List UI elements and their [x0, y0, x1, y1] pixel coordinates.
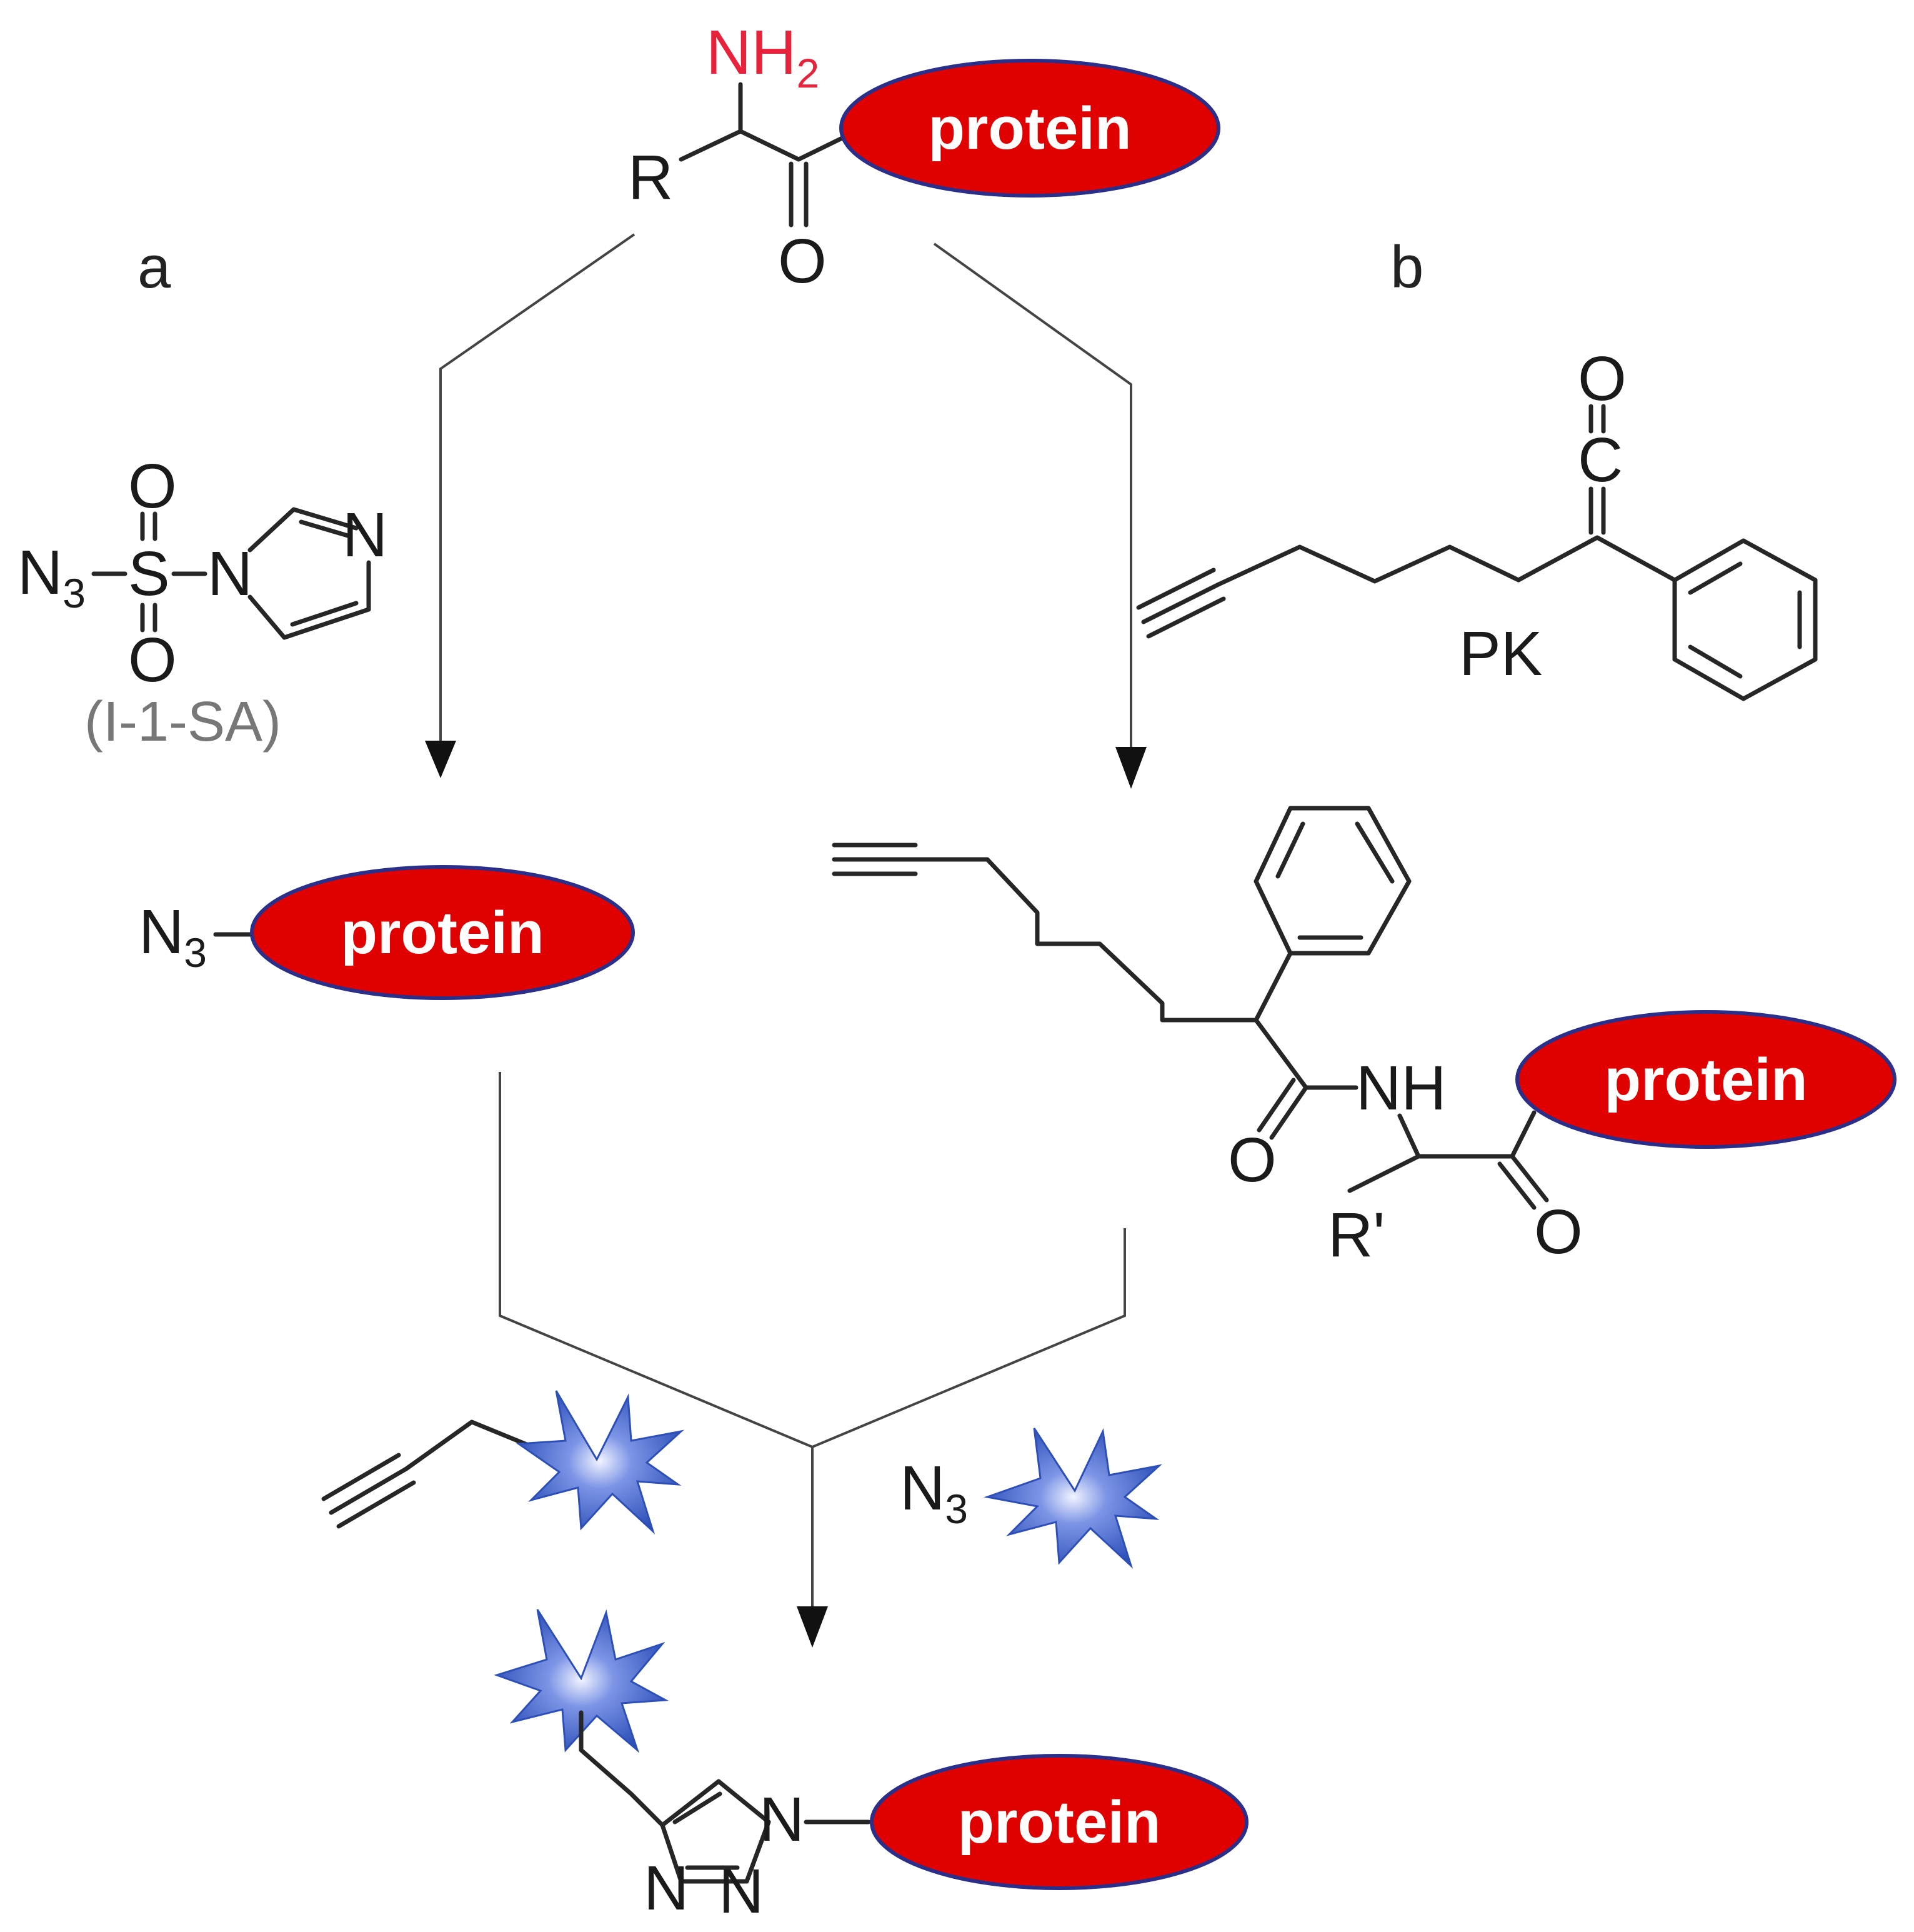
protein-label-top: protein — [928, 95, 1131, 162]
protein-label-b: protein — [1604, 1046, 1807, 1113]
product-b-nh-label: NH — [1356, 1053, 1446, 1123]
flow-arrows-bottom — [499, 1072, 1126, 1648]
reagent-b-name: PK — [1459, 619, 1542, 689]
probe-alkyne-linker — [404, 1419, 540, 1471]
pk-phenyl-ring — [1672, 538, 1818, 701]
flow-line-converge — [499, 1072, 1126, 1449]
product-b-oxygen-2: O — [1534, 1197, 1583, 1267]
pk-chain-end — [1516, 535, 1677, 583]
protein-ellipse-b — [1515, 1010, 1897, 1149]
pk-phenyl-db1 — [1688, 561, 1743, 595]
azide-n-label: N3 — [17, 538, 86, 616]
triazole-n2-label: N — [719, 1856, 764, 1926]
protein-label-a: protein — [341, 899, 544, 966]
pk-alkyne-2 — [1136, 568, 1216, 610]
triazole-db1 — [672, 1791, 722, 1824]
reagent-a-name: (I-1-SA) — [84, 691, 281, 753]
protein-label-final: protein — [957, 1789, 1160, 1856]
panel-label-a: a — [137, 234, 171, 301]
imidazole-bond-lower — [247, 560, 371, 640]
arrow-head-down — [797, 1606, 828, 1648]
ketene-oxygen: O — [1578, 344, 1627, 414]
protein-ellipse-a — [250, 865, 635, 1000]
product-alkyne-amide: O NH O R' protein — [832, 806, 1897, 1270]
triazole-n3-label: N — [644, 1853, 689, 1923]
pk-alkyne-3 — [1146, 596, 1226, 639]
carbonyl-oxygen: O — [778, 226, 827, 296]
product-b-chain — [913, 857, 1259, 1023]
reagent-imidazole-sulfonyl-azide: N3 S O O N N (I-1-SA) — [17, 451, 387, 753]
fluorophore-star-icon — [516, 1390, 684, 1534]
product-b-c-protein — [1510, 1110, 1537, 1159]
product-b-co-1 — [1269, 1085, 1308, 1140]
product-b-ring-link — [1254, 951, 1293, 1023]
protein-ellipse-final — [870, 1754, 1249, 1890]
r-group-label: R — [628, 143, 673, 213]
sulfonyl-oxygen-top: O — [128, 451, 177, 521]
triazole-linker — [579, 1710, 665, 1828]
panel-label-b: b — [1390, 234, 1423, 301]
probe-alkyne-fluorophore — [321, 1390, 684, 1534]
imidazole-n3-label: N — [342, 500, 387, 570]
ketene-carbon: C — [1578, 425, 1623, 495]
sulfur-label: S — [128, 539, 170, 609]
product-b-co-2 — [1257, 1078, 1296, 1133]
probe-azide-label: N3 — [900, 1453, 968, 1532]
reagent-pk: O C PK — [1136, 344, 1818, 701]
product-b-oxygen-1: O — [1228, 1125, 1277, 1195]
pk-alkyne-1 — [1141, 582, 1221, 624]
arrow-head-left — [425, 741, 456, 778]
probe-alkyne-1 — [329, 1466, 409, 1515]
probe-alkyne-2 — [321, 1453, 401, 1501]
arrow-head-right — [1115, 747, 1147, 789]
bond-backbone — [679, 129, 859, 162]
product-a-azide-label: N3 — [139, 897, 207, 976]
fluorophore-star-icon-3 — [494, 1609, 669, 1753]
product-b-phenyl-db2 — [1355, 821, 1395, 884]
product-b-co2-2 — [1497, 1161, 1537, 1210]
imidazole-bond-upper — [247, 507, 359, 553]
product-b-r-prime: R' — [1328, 1200, 1385, 1270]
flow-line-left — [439, 233, 636, 741]
flow-arrows-top — [425, 233, 1147, 789]
pk-phenyl-db3 — [1688, 644, 1743, 679]
product-azido-protein: N3 protein — [139, 865, 635, 1000]
protein-ellipse-top — [839, 59, 1220, 198]
product-b-ca-bonds — [1347, 1113, 1421, 1193]
imidazole-double-lower — [290, 601, 359, 627]
final-triazole-conjugate: N N N protein — [494, 1609, 1249, 1926]
imidazole-double-upper — [299, 519, 352, 539]
product-b-amide-bond — [1254, 1018, 1358, 1090]
fluorophore-star-icon-2 — [984, 1428, 1162, 1569]
product-b-phenyl-db1 — [1275, 821, 1305, 879]
product-b-phenyl-ring — [1254, 806, 1412, 956]
triazole-n1-label: N — [759, 1784, 804, 1854]
pk-alkyl-chain — [1216, 544, 1521, 587]
triazole-ring — [660, 1779, 771, 1884]
amine-label: NH2 — [706, 18, 819, 96]
starting-residue: NH2 R O protein — [628, 18, 1220, 296]
product-b-co2-1 — [1510, 1154, 1549, 1203]
probe-alkyne-3 — [336, 1480, 416, 1529]
sulfonyl-oxygen-bottom: O — [128, 625, 177, 695]
flow-line-right — [933, 243, 1132, 747]
probe-azide-fluorophore: N3 — [900, 1428, 1162, 1569]
imidazole-n1-label: N — [207, 539, 252, 609]
